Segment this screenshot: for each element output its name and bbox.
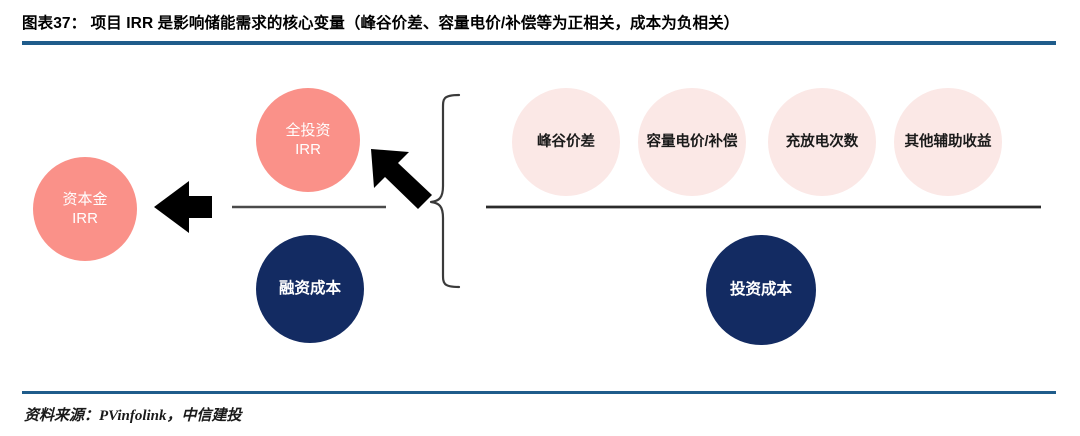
source-note: 资料来源：PVinfolink，中信建投 — [24, 408, 242, 424]
node-peak-valley-spread-label: 峰谷价差 — [537, 133, 595, 150]
node-peak-valley-spread[interactable]: 峰谷价差 — [512, 88, 620, 196]
node-equity-irr-line-1: 资本金 — [62, 190, 108, 208]
node-cycle-count-label: 充放电次数 — [785, 133, 859, 150]
curly-brace-left-icon — [429, 93, 461, 289]
node-total-irr-line-2: IRR — [295, 141, 321, 158]
node-investment-cost[interactable]: 投资成本 — [706, 235, 816, 345]
arrow-up-left-icon — [371, 149, 432, 209]
node-capacity-price[interactable]: 容量电价/补偿 — [638, 88, 746, 196]
figure-header: 图表37： 项目 IRR 是影响储能需求的核心变量（峰谷价差、容量电价/补偿等为… — [22, 14, 1056, 46]
node-equity-irr[interactable]: 资本金 IRR — [33, 157, 137, 261]
diagram-canvas: 资本金 IRR 全投资 IRR 融资成本 投资成本 峰谷价差 容量电价/补偿 充… — [0, 46, 1080, 391]
node-capacity-price-label: 容量电价/补偿 — [646, 133, 738, 150]
node-equity-irr-line-2: IRR — [72, 210, 98, 227]
node-cycle-count[interactable]: 充放电次数 — [768, 88, 876, 196]
node-other-revenue[interactable]: 其他辅助收益 — [894, 88, 1002, 196]
title-divider-rule — [22, 41, 1056, 45]
node-investment-cost-label: 投资成本 — [729, 281, 792, 299]
page-title: 图表37： 项目 IRR 是影响储能需求的核心变量（峰谷价差、容量电价/补偿等为… — [22, 15, 740, 32]
footer-divider-rule — [22, 391, 1056, 394]
node-total-irr-line-1: 全投资 — [285, 121, 331, 139]
node-financing-cost-label: 融资成本 — [278, 280, 341, 298]
node-total-investment-irr[interactable]: 全投资 IRR — [256, 88, 360, 192]
node-other-revenue-label: 其他辅助收益 — [904, 133, 992, 150]
arrow-left-icon — [154, 181, 212, 233]
node-financing-cost[interactable]: 融资成本 — [256, 235, 364, 343]
